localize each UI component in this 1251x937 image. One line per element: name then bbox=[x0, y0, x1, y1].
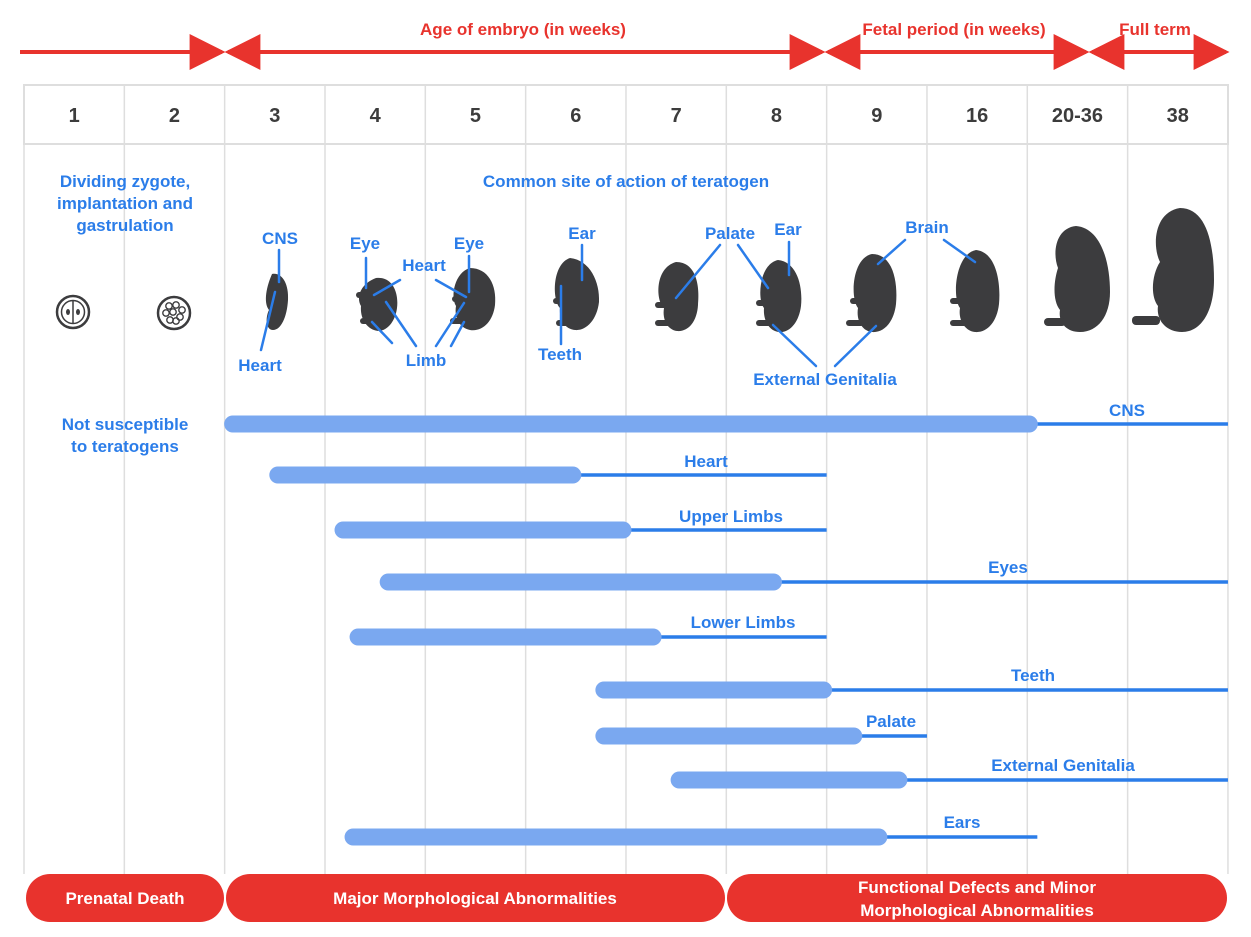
week-label-5: 5 bbox=[470, 105, 481, 127]
cns-bar-label: CNS bbox=[1109, 401, 1145, 420]
prenatal-death-label: Prenatal Death bbox=[65, 889, 184, 908]
major-abnormalities-pill bbox=[226, 874, 725, 922]
week-label-4: 4 bbox=[370, 105, 382, 127]
external-genitalia-label: External Genitalia bbox=[753, 370, 897, 389]
palate-label: Palate bbox=[705, 224, 755, 243]
fetus-week-16-icon bbox=[950, 250, 1000, 333]
week-label-38: 38 bbox=[1167, 105, 1189, 127]
brain-label: Brain bbox=[905, 218, 948, 237]
leader-lines bbox=[259, 238, 977, 368]
embryo-week-4-icon bbox=[356, 277, 398, 331]
ear-label-week-6: Ear bbox=[568, 224, 596, 243]
major-abnormalities-label: Major Morphological Abnormalities bbox=[333, 889, 617, 908]
week-label-1: 1 bbox=[69, 105, 80, 127]
not-susceptible-line-1: Not susceptible bbox=[62, 415, 189, 434]
teeth-bar-label: Teeth bbox=[1011, 666, 1055, 685]
zygote-label-line-2: implantation and bbox=[57, 194, 193, 213]
embryo-week-3-icon bbox=[265, 273, 289, 330]
embryo-age-label: Age of embryo (in weeks) bbox=[420, 20, 626, 39]
palate-bar-label: Palate bbox=[866, 712, 916, 731]
week-label-16: 16 bbox=[966, 105, 988, 127]
not-susceptible-line-2: to teratogens bbox=[71, 437, 179, 456]
ear-label-week-8: Ear bbox=[774, 220, 802, 239]
week-grid bbox=[23, 84, 1229, 874]
zygote-label-line-3: gastrulation bbox=[76, 216, 173, 235]
eye-label-week-4: Eye bbox=[350, 234, 380, 253]
embryo-week-8-icon bbox=[756, 260, 802, 333]
functional-defects-label-line-1: Functional Defects and Minor bbox=[858, 878, 1096, 897]
lower-limbs-bar-label: Lower Limbs bbox=[691, 613, 796, 632]
full-term-label: Full term bbox=[1119, 20, 1191, 39]
heart-bar-label: Heart bbox=[684, 452, 728, 471]
morula-icon bbox=[156, 295, 192, 331]
upper-limbs-bar-label: Upper Limbs bbox=[679, 507, 783, 526]
zygote-label-line-1: Dividing zygote, bbox=[60, 172, 190, 191]
teeth-label: Teeth bbox=[538, 345, 582, 364]
eye-label-week-5: Eye bbox=[454, 234, 484, 253]
limb-label: Limb bbox=[406, 351, 447, 370]
week-label-20-36: 20-36 bbox=[1052, 105, 1103, 127]
week-header: 1 2 3 4 5 6 7 8 9 16 20-36 38 bbox=[69, 105, 1189, 127]
week-label-8: 8 bbox=[771, 105, 782, 127]
week-label-2: 2 bbox=[169, 105, 180, 127]
functional-defects-pill bbox=[727, 874, 1227, 922]
fetus-week-38-icon bbox=[1132, 208, 1214, 332]
heart-label-week-4-5: Heart bbox=[402, 256, 446, 275]
prenatal-death-pill bbox=[26, 874, 224, 922]
outcome-pills: Prenatal Death Major Morphological Abnor… bbox=[26, 874, 1227, 922]
functional-defects-label-line-2: Morphological Abnormalities bbox=[860, 901, 1094, 920]
fetal-period-label: Fetal period (in weeks) bbox=[862, 20, 1045, 39]
week-label-6: 6 bbox=[570, 105, 581, 127]
eyes-bar-label: Eyes bbox=[988, 558, 1028, 577]
zygote-icon bbox=[55, 294, 91, 330]
heart-label-week-3: Heart bbox=[238, 356, 282, 375]
fetus-week-20-36-icon bbox=[1044, 226, 1110, 332]
annotations: Dividing zygote, implantation and gastru… bbox=[57, 172, 949, 456]
external-genitalia-bar-label: External Genitalia bbox=[991, 756, 1135, 775]
week-label-7: 7 bbox=[671, 105, 682, 127]
week-label-3: 3 bbox=[269, 105, 280, 127]
week-label-9: 9 bbox=[871, 105, 882, 127]
timeline-arrows: Age of embryo (in weeks) Fetal period (i… bbox=[20, 20, 1230, 70]
common-site-label: Common site of action of teratogen bbox=[483, 172, 769, 191]
fetus-week-9-icon bbox=[846, 254, 897, 333]
cns-label: CNS bbox=[262, 229, 298, 248]
embryo-week-5-icon bbox=[450, 268, 496, 331]
ears-bar-label: Ears bbox=[944, 813, 981, 832]
